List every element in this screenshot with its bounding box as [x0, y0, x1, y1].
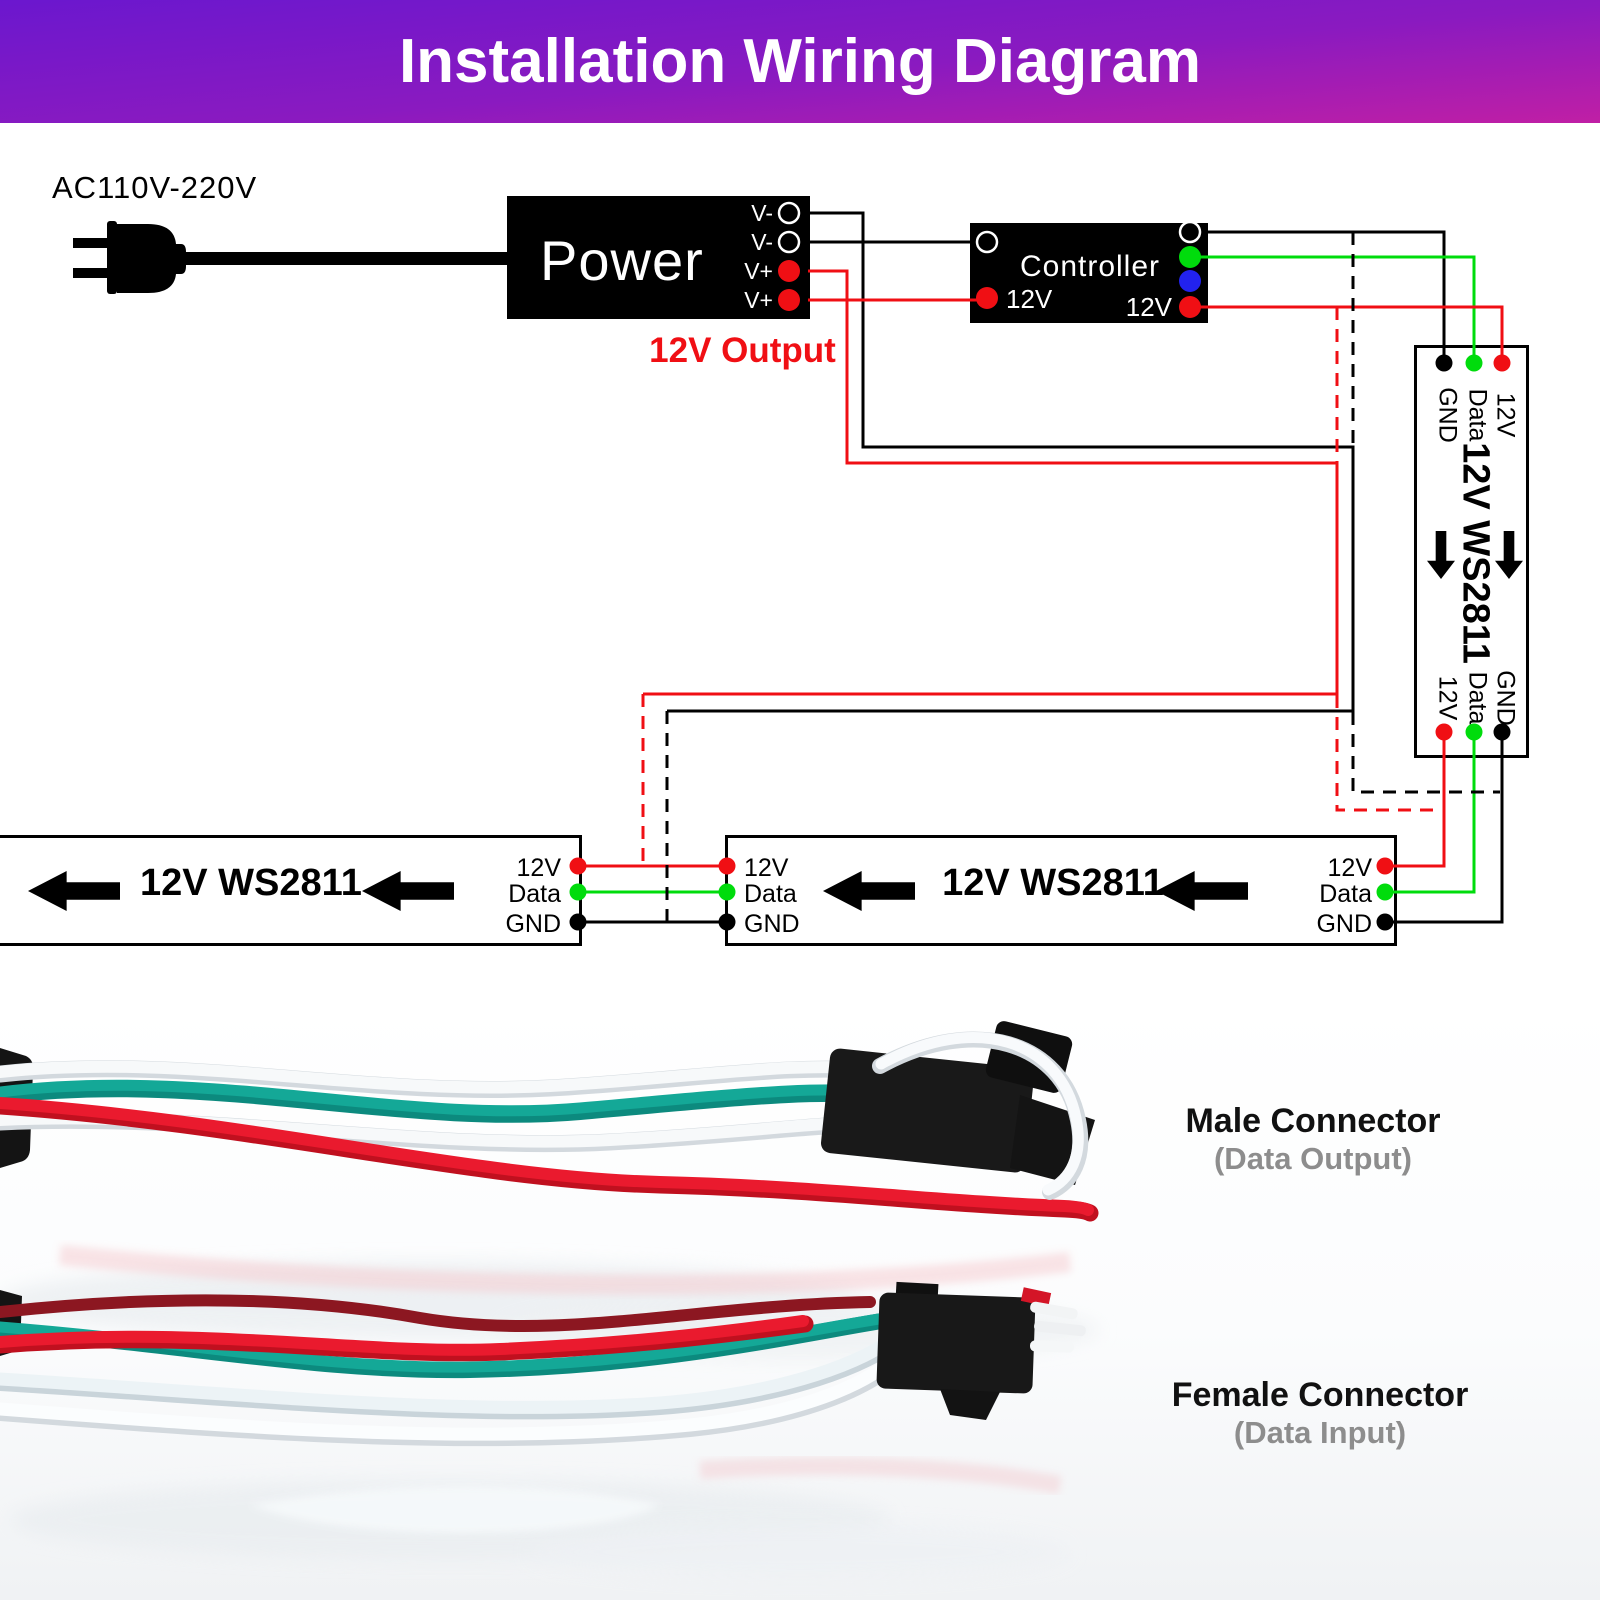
direction-arrow-left-icon: [28, 871, 120, 911]
strip-middle-right-pin-data: Data: [1319, 880, 1372, 908]
male-connector-subtitle: (Data Output): [1213, 1141, 1413, 1176]
direction-arrow-down-icon: [1495, 531, 1523, 579]
teal-wire: [0, 1312, 892, 1373]
strip-middle-left-pin-12v: 12V: [744, 854, 789, 882]
strip-middle-right-pin-gnd: GND: [1316, 910, 1372, 938]
vstrip-top-pin-gnd: GND: [1433, 387, 1462, 443]
strip-middle-left-pin-data: Data: [744, 880, 797, 908]
strip-middle-right-pin-12v: 12V: [1327, 854, 1372, 882]
direction-arrow-left-icon: [823, 871, 915, 911]
power-terminal-label-vminus2: V-: [751, 229, 773, 255]
female-connector-body: [876, 1281, 1086, 1420]
power-terminal-label-vminus1: V-: [751, 200, 773, 226]
vstrip-bottom-pin-12v: 12V: [1433, 675, 1462, 721]
female-connector-photo: [0, 1281, 1086, 1580]
direction-arrow-left-icon: [362, 871, 454, 911]
teal-wire: [0, 1081, 908, 1123]
strip-left-pin-12v: 12V: [516, 854, 561, 882]
led-strip-left: 12V WS2811 12V Data GND: [0, 835, 582, 946]
cut-connector-end: [0, 1290, 22, 1356]
power-terminal-label-vplus2: V+: [744, 287, 773, 313]
male-connector-title: Male Connector: [1185, 1102, 1441, 1140]
wire-controller-gnd: [1192, 230, 1446, 360]
power-terminal-label-vplus1: V+: [744, 258, 773, 284]
vstrip-name: 12V WS2811: [1454, 442, 1497, 664]
controller-left-12v-label: 12V: [1006, 284, 1053, 314]
ac-cable: [184, 252, 510, 265]
dark-red-wire: [0, 1294, 876, 1333]
page-title: Installation Wiring Diagram: [398, 27, 1202, 96]
red-wire: [0, 1315, 809, 1356]
ac-voltage-label: AC110V-220V: [52, 170, 258, 205]
cut-connector-end: [0, 1048, 34, 1168]
red-wire: [0, 1097, 1094, 1216]
strip-left-name: 12V WS2811: [140, 862, 362, 904]
led-strip-middle: 12V Data GND 12V WS2811 12V Data GND: [725, 835, 1397, 946]
white-wire: [0, 1112, 919, 1148]
strip-left-pin-gnd: GND: [505, 910, 561, 938]
female-connector-subtitle: (Data Input): [1233, 1415, 1407, 1450]
ac-plug-icon: [73, 221, 510, 294]
controller-right-12v-label: 12V: [1125, 292, 1172, 322]
vstrip-top-pin-data: Data: [1463, 388, 1492, 442]
vstrip-bottom-pin-gnd: GND: [1491, 670, 1520, 726]
power-output-label: 12V Output: [649, 331, 836, 370]
male-connector-photo: [0, 1021, 1100, 1360]
photo-background: [0, 1000, 1600, 1600]
vstrip-top-pin-12v: 12V: [1491, 392, 1520, 438]
vstrip-bottom-pin-data: Data: [1463, 671, 1492, 725]
led-strip-vertical: GND Data 12V 12V WS2811 12V Data GND: [1414, 345, 1529, 758]
power-box-label: Power: [540, 229, 704, 292]
strip-middle-left-pin-gnd: GND: [744, 910, 800, 938]
strip-middle-name: 12V WS2811: [942, 862, 1164, 904]
header-banner: Installation Wiring Diagram: [0, 0, 1600, 123]
controller-label: Controller: [1019, 250, 1161, 283]
direction-arrow-down-icon: [1427, 531, 1455, 579]
wire-vstrip-gnd-out: [1387, 734, 1504, 924]
female-connector-title: Female Connector: [1171, 1376, 1469, 1414]
connector-photos: [0, 1000, 1600, 1600]
strip-left-pin-data: Data: [508, 880, 561, 908]
male-connector-body: [821, 1021, 1095, 1185]
pale-blue-wire: [0, 1331, 900, 1414]
white-wire: [0, 1347, 905, 1441]
